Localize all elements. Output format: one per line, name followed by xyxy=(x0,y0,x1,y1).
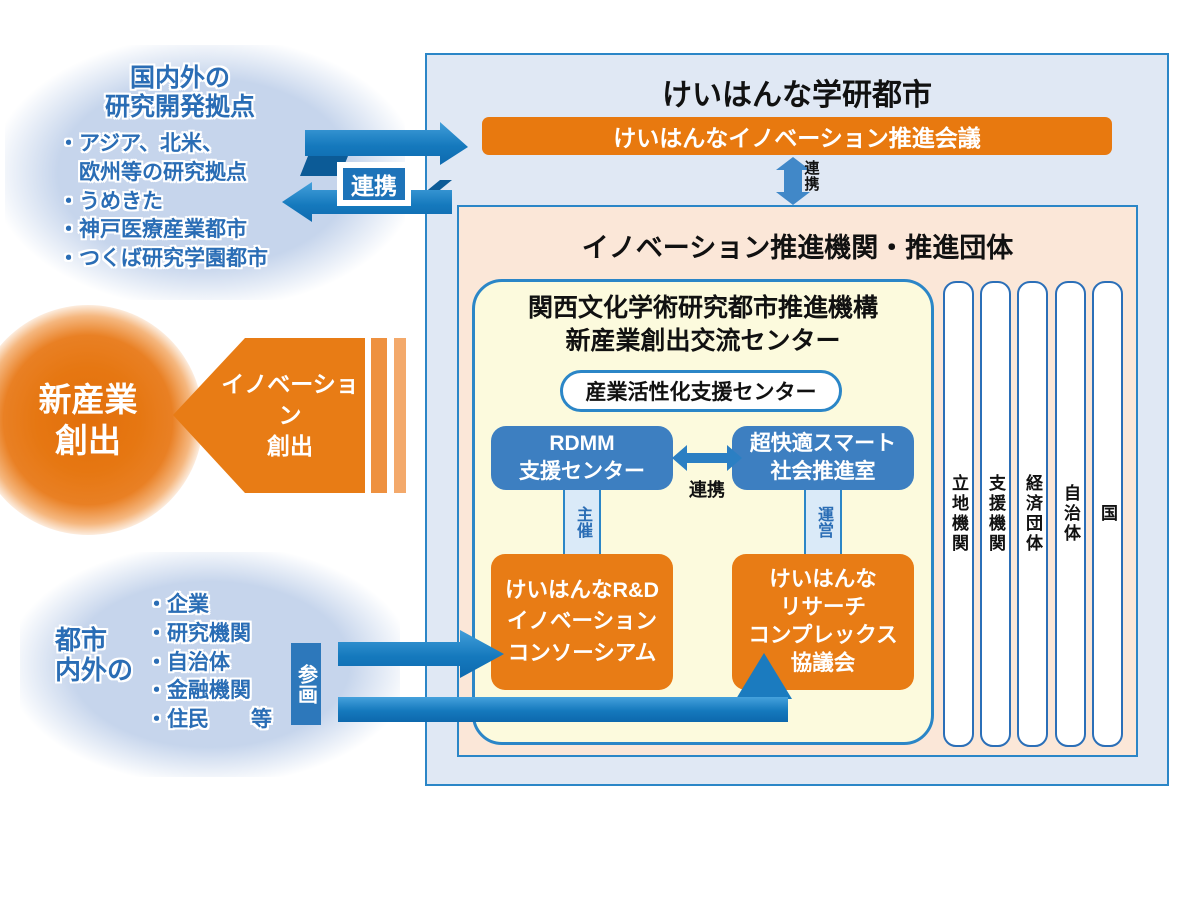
rnd-hub-item: ・神戸医療産業都市 xyxy=(58,218,247,242)
rnd-hub-item: ・つくば研究学園都市 xyxy=(58,247,268,271)
city-group-list: ・企業 ・研究機関 ・自治体 ・金融機関 ・住民 等 xyxy=(146,591,272,735)
support-center-pill: 産業活性化支援センター xyxy=(560,370,842,412)
rdmm-center-box: RDMM 支援センター xyxy=(491,426,673,490)
host-connector: 主催 xyxy=(563,490,601,554)
pillar-economic-groups: 経済団体 xyxy=(1017,281,1048,747)
kansai-center-title-line1: 関西文化学術研究都市推進機構 xyxy=(527,294,878,322)
operate-connector: 運営 xyxy=(804,490,842,554)
innovation-arrow-line1: イノベーション xyxy=(221,370,359,428)
city-group-item: ・企業 xyxy=(146,593,209,616)
pillar-label: 経済団体 xyxy=(1023,474,1042,554)
ribbon-fold-right xyxy=(300,156,348,176)
arrow-stripe-2 xyxy=(394,338,406,493)
rnd-hub-title-line1: 国内外の xyxy=(129,64,230,92)
kansai-center-title: 関西文化学術研究都市推進機構 新産業創出交流センター xyxy=(472,292,934,358)
host-label: 主催 xyxy=(574,506,591,538)
research-complex-line1: けいはんな xyxy=(769,567,877,592)
pillar-label: 自治体 xyxy=(1061,484,1080,544)
rnd-hub-title: 国内外の 研究開発拠点 xyxy=(55,64,305,123)
consortium-line2: イノベーション xyxy=(506,609,658,634)
consortium-line3: コンソーシアム xyxy=(507,640,657,665)
consortium-line1: けいはんなR&D xyxy=(504,578,660,603)
pillar-location-orgs: 立地機関 xyxy=(943,281,974,747)
city-group-label-line2: 内外の xyxy=(55,654,134,685)
consortium-box: けいはんなR&D イノベーション コンソーシアム xyxy=(491,554,673,690)
vertical-link-label: 連携 xyxy=(802,160,820,192)
city-group-item: ・自治体 xyxy=(146,650,230,674)
smart-line1: 超快適スマート xyxy=(749,431,897,455)
city-group-item: ・金融機関 xyxy=(146,679,251,703)
rnd-hub-item: ・うめきた xyxy=(58,189,163,213)
research-complex-line4: 協議会 xyxy=(790,650,856,675)
new-industry-line2: 創出 xyxy=(55,422,121,459)
rnd-hub-list: ・アジア、北米、 欧州等の研究拠点 ・うめきた ・神戸医療産業都市 ・つくば研究… xyxy=(58,130,268,274)
innovation-creation-arrow: イノベーション 創出 xyxy=(173,338,365,493)
city-group-item: ・住民 等 xyxy=(146,708,272,732)
pillar-national-gov: 国 xyxy=(1092,281,1123,747)
arrow-stripe-1 xyxy=(371,338,387,493)
city-group-ellipse xyxy=(20,552,400,777)
center-link-label: 連携 xyxy=(689,480,725,500)
promotion-org-title: イノベーション推進機関・推進団体 xyxy=(581,233,1014,263)
city-group-label: 都市 内外の xyxy=(55,625,134,686)
pillar-support-orgs: 支援機関 xyxy=(980,281,1011,747)
keihanna-city-title: けいはんな学研都市 xyxy=(662,79,932,112)
rdmm-line1: RDMM xyxy=(549,431,615,455)
city-group-label-line1: 都市 xyxy=(55,625,108,655)
rdmm-line2: 支援センター xyxy=(519,460,645,483)
city-group-item: ・研究機関 xyxy=(146,621,251,645)
innovation-council-bar: けいはんなイノベーション推進会議 xyxy=(482,117,1112,155)
new-industry-circle: 新産業 創出 xyxy=(0,305,203,535)
collab-label: 連携 xyxy=(343,168,405,200)
pillar-label: 国 xyxy=(1098,504,1117,524)
new-industry-line1: 新産業 xyxy=(38,380,138,418)
participate-label: 参画 xyxy=(291,643,321,725)
rnd-hub-title-line2: 研究開発拠点 xyxy=(104,93,255,122)
participate-label-text: 参画 xyxy=(294,664,317,704)
research-complex-line3: コンプレックス xyxy=(748,623,898,647)
innovation-arrow-line2: 創出 xyxy=(267,433,313,460)
smart-line2: 社会推進室 xyxy=(770,460,876,483)
pillar-label: 立地機関 xyxy=(949,474,968,554)
rnd-hub-item: ・アジア、北米、 xyxy=(58,132,224,155)
pillar-label: 支援機関 xyxy=(986,474,1005,554)
participate-arrow-bottom-icon xyxy=(338,697,788,722)
kansai-center-title-line2: 新産業創出交流センター xyxy=(565,327,841,355)
smart-society-box: 超快適スマート 社会推進室 xyxy=(732,426,914,490)
operate-label: 運営 xyxy=(815,506,832,538)
pillar-municipalities: 自治体 xyxy=(1055,281,1086,747)
rnd-hub-item: 欧州等の研究拠点 xyxy=(58,160,247,184)
research-complex-line2: リサーチ xyxy=(779,595,866,620)
research-complex-box: けいはんな リサーチ コンプレックス 協議会 xyxy=(732,554,914,690)
